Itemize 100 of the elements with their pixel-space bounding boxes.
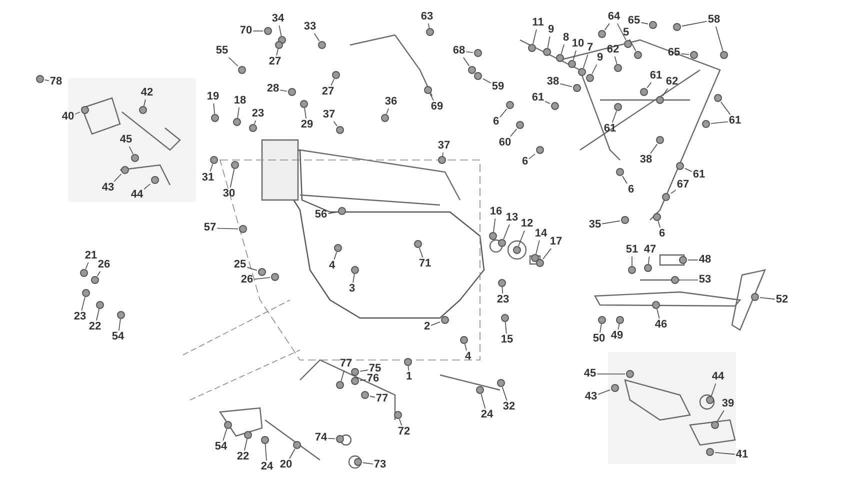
part-marker bbox=[244, 431, 252, 439]
callout-number: 61 bbox=[728, 114, 742, 128]
part-marker bbox=[381, 114, 389, 122]
callout-number: 26 bbox=[240, 274, 254, 286]
leader-line bbox=[362, 462, 374, 464]
callout-number: 24 bbox=[480, 408, 494, 422]
callout-number: 73 bbox=[374, 458, 386, 472]
leader-line bbox=[547, 36, 550, 48]
part-marker bbox=[318, 41, 326, 49]
callout-number: 74 bbox=[314, 432, 328, 444]
part-marker bbox=[468, 66, 476, 74]
leader-line bbox=[582, 54, 588, 68]
leader-line bbox=[360, 379, 366, 381]
callout-number: 54 bbox=[112, 330, 124, 344]
part-marker bbox=[516, 121, 524, 129]
callout-number: 67 bbox=[676, 178, 690, 192]
callout-number: 40 bbox=[62, 110, 74, 124]
callout-number: 7 bbox=[586, 42, 594, 54]
callout-number: 45 bbox=[120, 134, 132, 146]
part-marker bbox=[531, 254, 539, 262]
callout-number: 48 bbox=[698, 254, 712, 266]
leader-line bbox=[144, 184, 151, 190]
callout-number: 71 bbox=[418, 258, 432, 270]
callout-number: 16 bbox=[490, 206, 502, 218]
part-marker bbox=[414, 240, 422, 248]
callout-number: 41 bbox=[736, 448, 748, 462]
leader-line bbox=[237, 107, 240, 118]
callout-number: 61 bbox=[692, 168, 706, 182]
leader-line bbox=[618, 324, 620, 330]
part-marker bbox=[233, 118, 241, 126]
part-marker bbox=[334, 244, 342, 252]
part-marker bbox=[117, 311, 125, 319]
leader-line bbox=[114, 174, 122, 182]
part-marker bbox=[271, 273, 279, 281]
leader-line bbox=[419, 248, 424, 258]
part-marker bbox=[258, 268, 266, 276]
leader-line bbox=[386, 108, 389, 114]
leader-line bbox=[500, 108, 508, 118]
leader-line bbox=[340, 370, 345, 382]
callout-number: 56 bbox=[314, 208, 328, 222]
part-marker bbox=[336, 126, 344, 134]
leader-line bbox=[428, 23, 430, 28]
leader-line bbox=[711, 383, 716, 396]
callout-number: 62 bbox=[606, 44, 620, 56]
callout-number: 43 bbox=[584, 390, 598, 404]
part-marker bbox=[714, 94, 722, 102]
leader-line bbox=[646, 82, 652, 88]
part-marker bbox=[498, 279, 506, 287]
leader-line bbox=[532, 29, 537, 44]
callout-number: 13 bbox=[506, 212, 518, 224]
callout-number: 68 bbox=[452, 44, 466, 58]
callout-number: 46 bbox=[654, 318, 668, 332]
callout-number: 17 bbox=[550, 236, 562, 248]
callout-number: 30 bbox=[222, 188, 236, 200]
callout-number: 9 bbox=[548, 24, 554, 36]
leader-line bbox=[228, 57, 238, 66]
part-marker bbox=[568, 60, 576, 68]
leader-line bbox=[528, 154, 536, 160]
part-marker bbox=[656, 96, 664, 104]
leader-line bbox=[128, 146, 134, 154]
callout-number: 6 bbox=[492, 116, 500, 128]
part-marker bbox=[474, 49, 482, 57]
part-marker bbox=[300, 100, 308, 108]
part-marker bbox=[424, 86, 432, 94]
callout-number: 6 bbox=[658, 228, 666, 240]
part-marker bbox=[497, 379, 505, 387]
part-marker bbox=[249, 124, 257, 132]
part-marker bbox=[278, 36, 286, 44]
callout-number: 35 bbox=[588, 218, 602, 232]
leader-line bbox=[254, 277, 270, 280]
callout-number: 9 bbox=[596, 52, 604, 64]
callout-number: 45 bbox=[584, 368, 596, 380]
leader-line bbox=[244, 438, 248, 451]
leader-line bbox=[650, 144, 658, 154]
leader-line bbox=[662, 88, 668, 96]
callout-number: 43 bbox=[102, 182, 114, 194]
leader-line bbox=[614, 56, 618, 64]
callout-number: 44 bbox=[712, 370, 724, 384]
part-marker bbox=[671, 276, 679, 284]
leader-line bbox=[622, 176, 628, 184]
part-marker bbox=[361, 391, 369, 399]
part-marker bbox=[690, 51, 698, 59]
leader-line bbox=[502, 286, 504, 294]
part-marker bbox=[441, 316, 449, 324]
part-marker bbox=[679, 256, 687, 264]
leader-line bbox=[504, 322, 507, 334]
leader-line bbox=[616, 23, 626, 40]
leader-line bbox=[442, 152, 444, 156]
part-marker bbox=[702, 120, 710, 128]
callout-number: 76 bbox=[366, 372, 380, 386]
part-marker bbox=[91, 276, 99, 284]
callout-number: 24 bbox=[260, 460, 274, 474]
callout-number: 27 bbox=[322, 86, 334, 98]
callout-number: 15 bbox=[500, 334, 514, 346]
part-marker bbox=[354, 458, 362, 466]
callout-number: 22 bbox=[88, 320, 102, 334]
leader-line bbox=[592, 64, 598, 74]
callout-number: 4 bbox=[464, 350, 472, 364]
callout-number: 72 bbox=[398, 426, 410, 438]
part-marker bbox=[528, 44, 536, 52]
